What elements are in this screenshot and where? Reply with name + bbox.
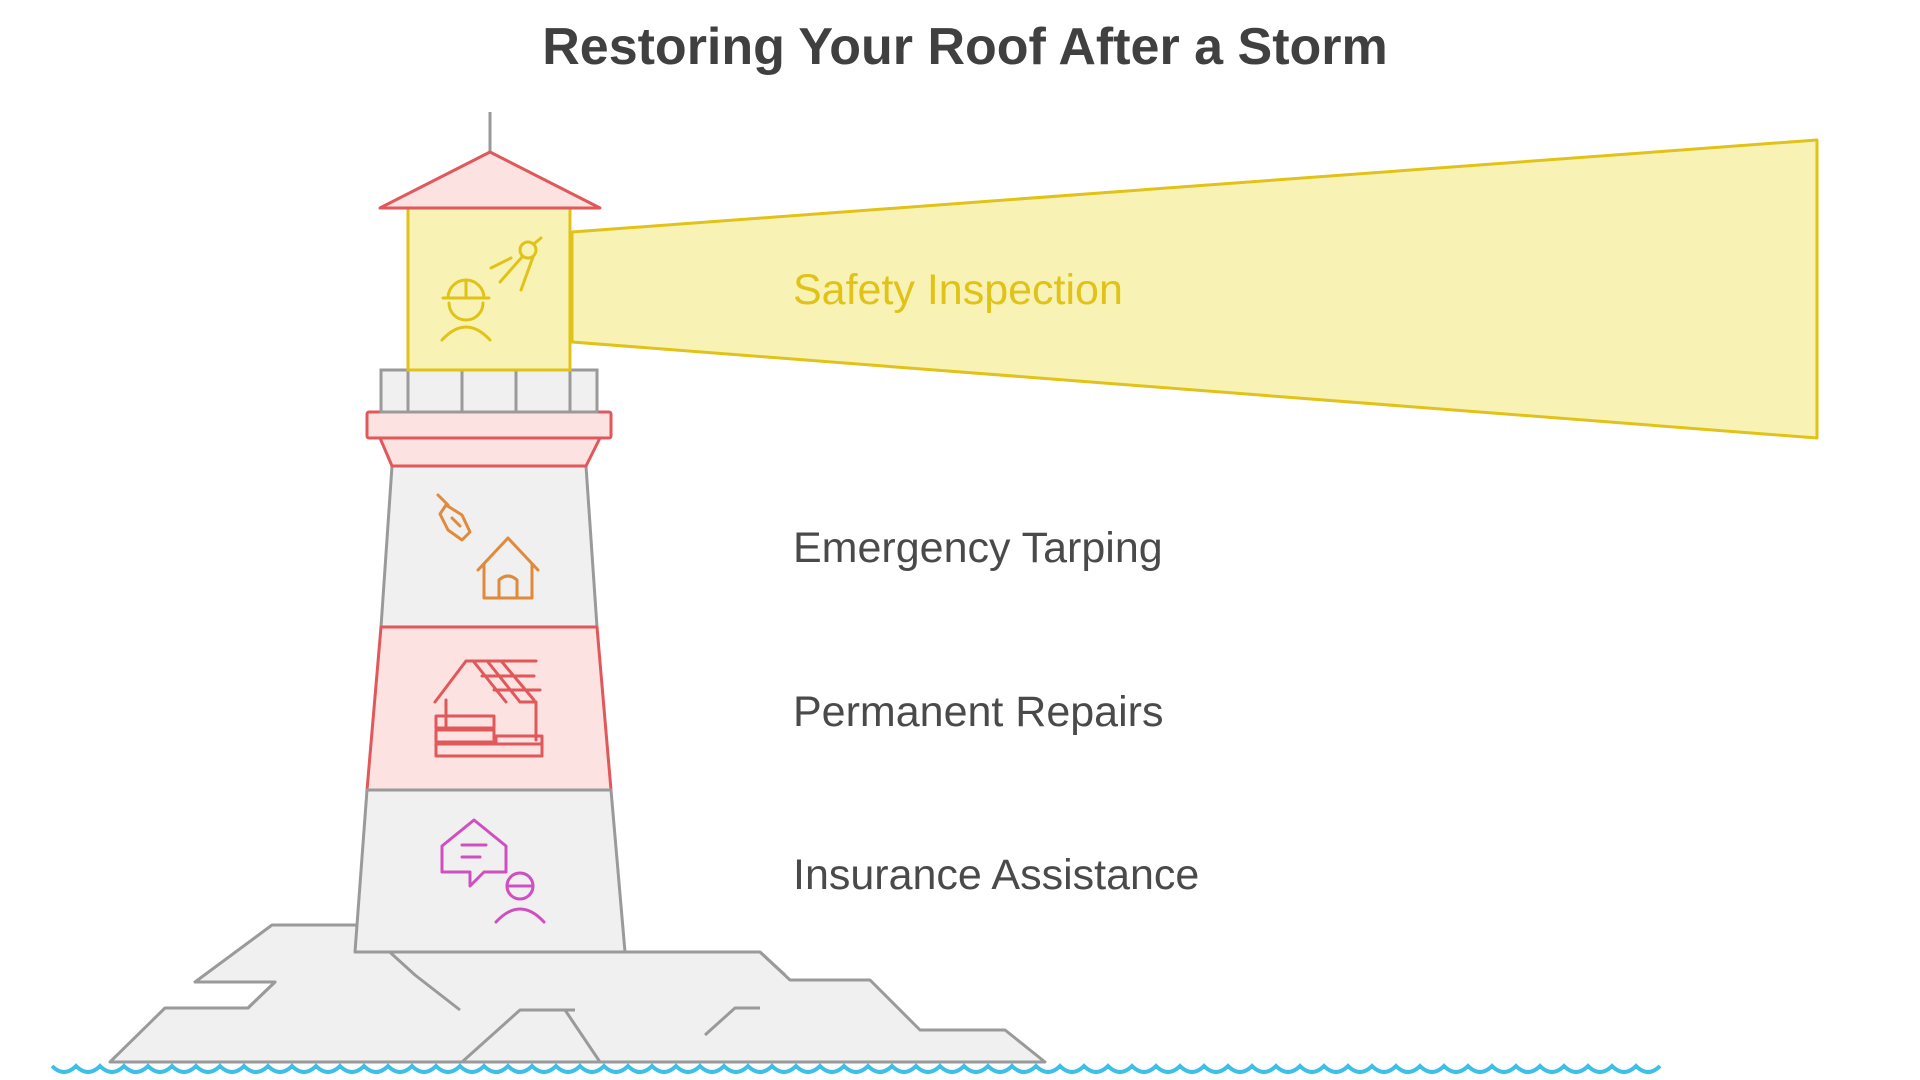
lighthouse-tower	[353, 464, 627, 954]
tower-section-upper	[379, 464, 599, 629]
house-repair-icon	[433, 659, 544, 758]
light-beam	[570, 138, 1819, 440]
lighthouse-gallery	[365, 368, 613, 468]
step-label-emergency-tarping: Emergency Tarping	[793, 524, 1163, 572]
worker-hardhat-caliper-icon	[440, 236, 543, 342]
step-label-insurance-assistance: Insurance Assistance	[793, 851, 1199, 899]
water-waves	[50, 1063, 1662, 1074]
agent-speech-bubble-icon	[440, 818, 546, 924]
step-label-safety-inspection: Safety Inspection	[793, 266, 1123, 314]
house-tarp-icon	[436, 493, 540, 600]
lighthouse-roof	[378, 112, 602, 210]
tower-section-red-band	[365, 625, 613, 792]
step-label-permanent-repairs: Permanent Repairs	[793, 688, 1163, 736]
page-title: Restoring Your Roof After a Storm	[542, 18, 1388, 76]
lantern-room	[406, 206, 572, 372]
